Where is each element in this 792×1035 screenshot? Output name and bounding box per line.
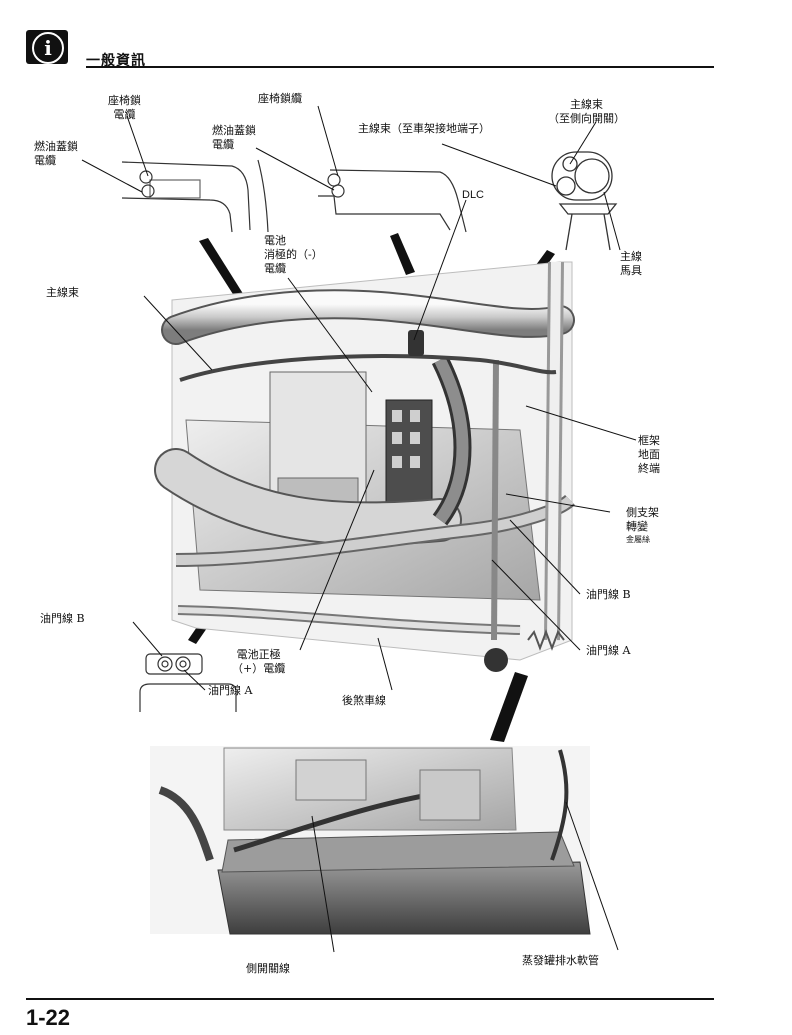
label-rear-brake-cable: 後煞車線 [342, 694, 386, 707]
label-main-harness-side-switch: 主線束（至側向開關） [548, 98, 625, 125]
throttle-cable-inset [139, 653, 237, 712]
label-fuel-lid-lock-cable-mid: 燃油蓋鎖電纜 [212, 124, 256, 151]
label-battery-positive-cable: 電池正極（+）電纜 [232, 648, 286, 675]
label-main-harness-frame-ground: 主線束（至車架接地端子） [358, 122, 490, 135]
label-frame-ground-terminal: 框架地面終端 [638, 434, 660, 475]
label-throttle-cable-a-left: 油門線 A [208, 684, 253, 697]
label-main-harness: 主線束 [46, 286, 79, 299]
footer-rule [26, 998, 714, 1000]
label-throttle-cable-a-right: 油門線 A [586, 644, 631, 657]
label-battery-negative-cable: 電池消極的（-）電纜 [264, 234, 323, 275]
info-icon: i [26, 30, 68, 64]
label-evap-drain-tube: 蒸發罐排水軟管 [522, 954, 599, 967]
pointer-wedge [199, 238, 247, 302]
label-throttle-cable-b-left: 油門線 B [40, 612, 85, 625]
main-chassis-view [154, 261, 575, 672]
pointer-wedge [490, 672, 528, 742]
label-seat-lock-cable-top: 座椅鎖纜 [258, 92, 302, 105]
page-number: 1-22 [26, 1005, 71, 1030]
label-main-wire-harness: 主線馬具 [620, 250, 642, 277]
pointer-wedge [390, 233, 415, 275]
bottom-under-view [150, 746, 591, 935]
label-throttle-cable-b-right: 油門線 B [586, 588, 631, 601]
label-fuel-lid-lock-cable: 燃油蓋鎖電纜 [34, 140, 78, 167]
label-seat-lock-cable: 座椅鎖電纜 [108, 94, 141, 121]
leader-lines [81, 105, 637, 953]
label-dlc: DLC [462, 189, 485, 201]
label-side-stand-switch-wire: 側支架轉變金屬絲 [626, 506, 659, 544]
seat-lock-inset [121, 159, 269, 233]
header-rule [86, 66, 714, 68]
section-title: 一般資訊 [86, 53, 146, 69]
label-side-switch-wire: 側開關線 [246, 962, 290, 975]
seat-lock-top-inset [318, 169, 467, 233]
main-harness-section-inset [551, 151, 618, 251]
